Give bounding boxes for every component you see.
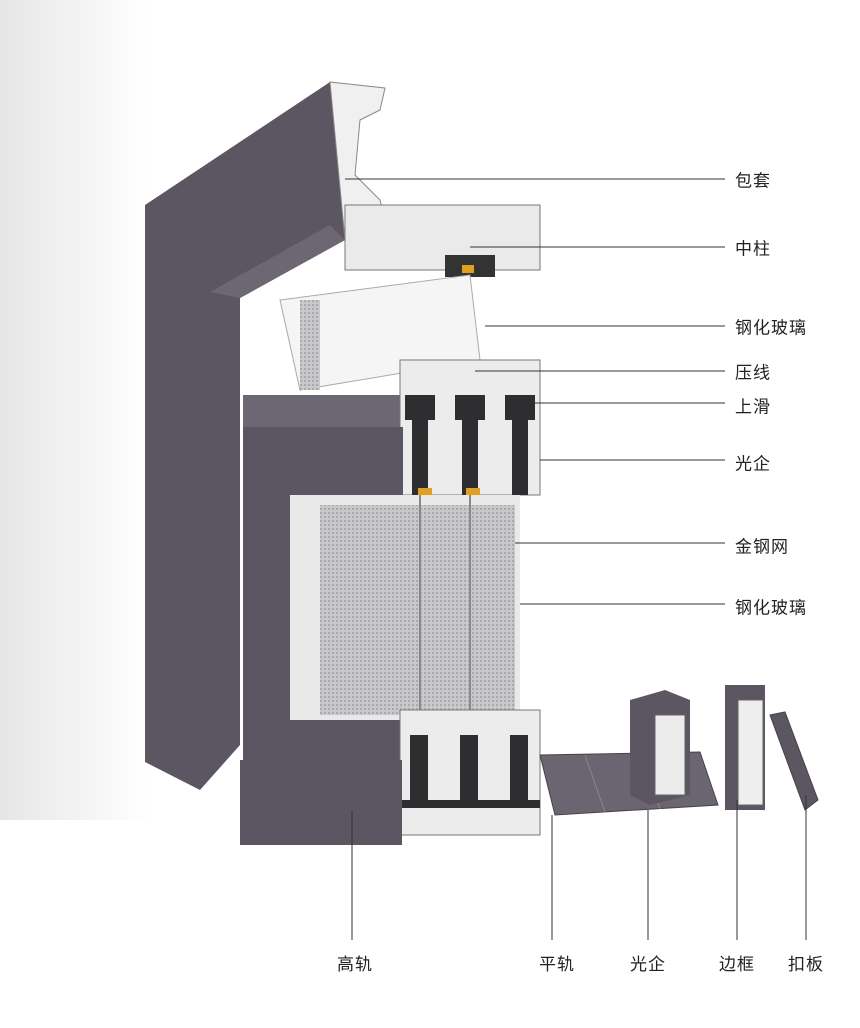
label-light-stile-bottom: 光企 [630,955,666,975]
label-mullion: 中柱 [735,239,771,260]
wrap-cover-inner-edge [210,225,345,298]
flat-rail-groove-1 [584,754,606,813]
side-frame-section [737,699,764,806]
flat-rail [539,751,719,816]
high-rail-face [240,760,402,845]
label-wrap-cover: 包套 [735,171,771,192]
label-steel-mesh: 金钢网 [735,537,789,558]
upper-spacer [300,300,320,390]
gasket-mid-2 [466,488,480,496]
high-rail-details [400,735,540,808]
steel-mesh-panel [320,505,515,715]
gasket-mid-1 [418,488,432,496]
top-slide-details [405,395,535,495]
gasket-top [462,265,474,273]
label-flat-rail: 平轨 [539,955,575,975]
wall-shadow [0,0,150,820]
label-tempered-glass-bottom: 钢化玻璃 [735,598,807,619]
label-cover-plate: 扣板 [788,955,824,975]
label-glazing-bead: 压线 [735,363,771,384]
label-tempered-glass-top: 钢化玻璃 [735,318,807,339]
light-stile-section [654,714,686,796]
label-high-rail: 高轨 [337,955,373,975]
label-top-slide: 上滑 [735,397,771,418]
cover-plate-profile [769,711,819,811]
leader-lines [345,178,807,940]
label-light-stile-right: 光企 [735,454,771,475]
mullion-section [344,204,541,271]
label-side-frame: 边框 [719,955,755,975]
top-slide-band [243,395,403,427]
